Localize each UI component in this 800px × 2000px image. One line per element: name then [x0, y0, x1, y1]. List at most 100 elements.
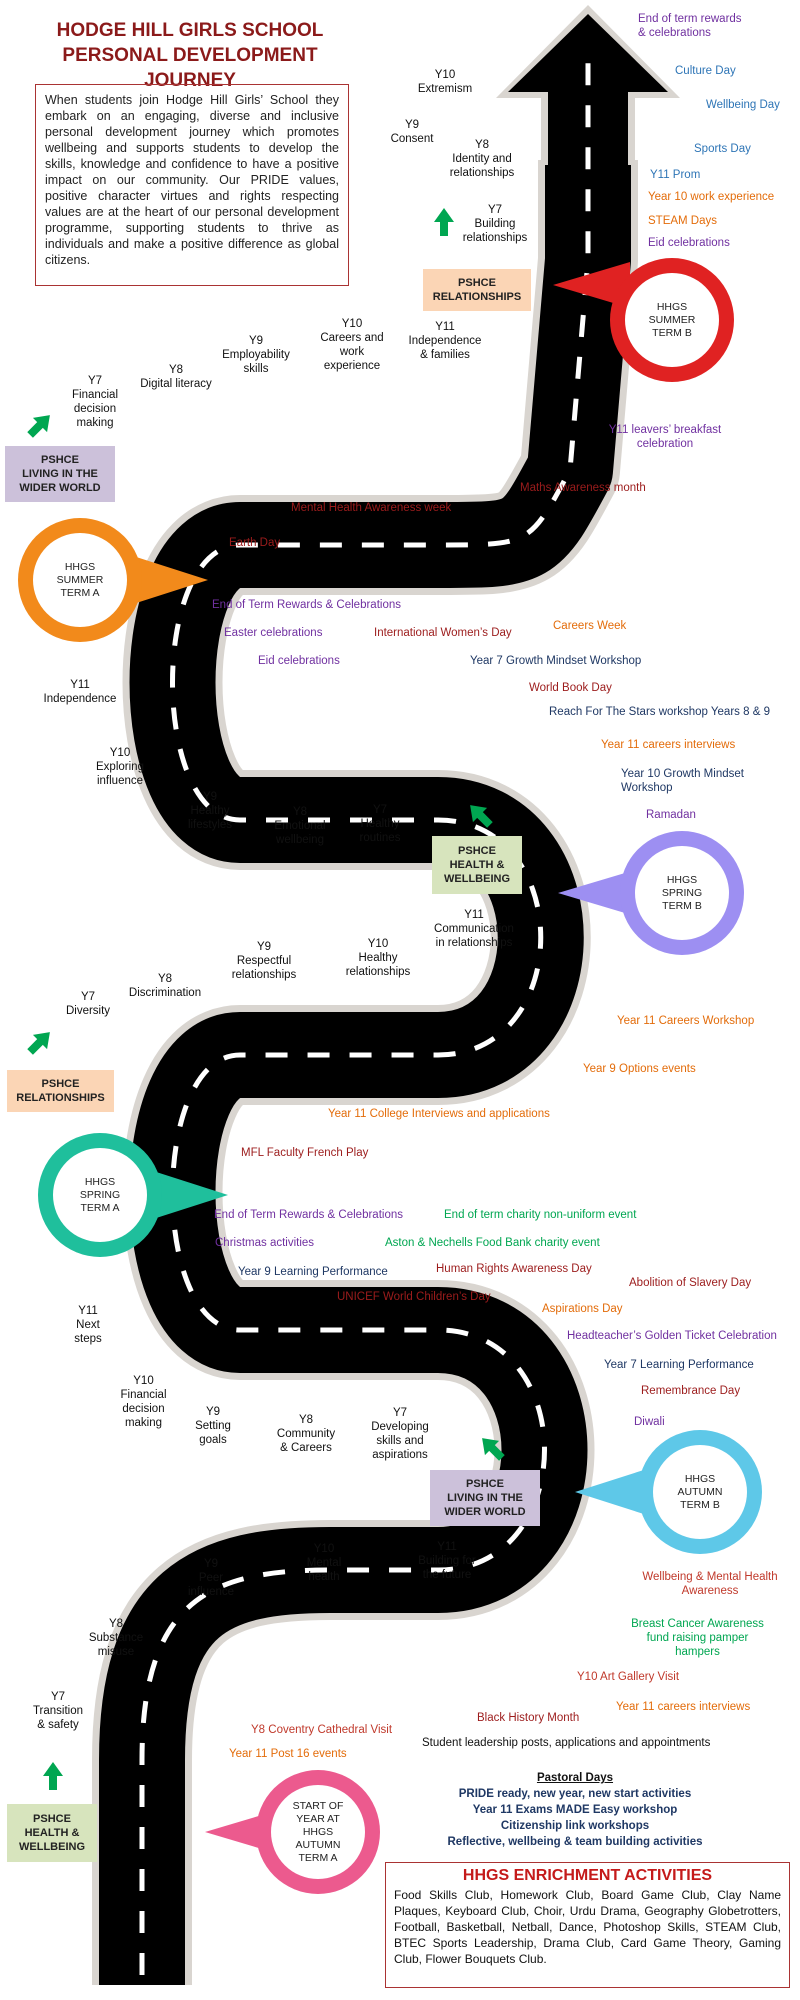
pastoral-days: Pastoral Days PRIDE ready, new year, new…: [430, 1770, 720, 1850]
event-end-of-term-rewards-spring: End of Term Rewards & Celebrations: [214, 1209, 403, 1221]
event-careers-week: Careers Week: [553, 620, 627, 632]
road-center-dash: [139, 60, 591, 1975]
event-mfl-french-play: MFL Faculty French Play: [241, 1147, 369, 1159]
event-y11-careers-interviews-mid: Year 11 careers interviews: [601, 739, 736, 751]
event-y11-careers-workshop: Year 11 Careers Workshop: [617, 1015, 755, 1027]
diagonal-arrow-icon: [482, 1438, 505, 1461]
title-line-1: HODGE HILL GIRLS SCHOOL: [56, 20, 324, 41]
event-diwali: Diwali: [634, 1416, 665, 1428]
event-aspirations-day: Aspirations Day: [542, 1303, 623, 1315]
event-remembrance-day: Remembrance Day: [641, 1385, 741, 1397]
event-black-history-month: Black History Month: [477, 1712, 580, 1724]
pastoral-item: Citizenship link workshops: [500, 1820, 650, 1832]
event-easter-celebrations: Easter celebrations: [224, 627, 323, 639]
event-headteachers-ticket: Headteacher’s Golden Ticket Celebration: [567, 1330, 777, 1342]
up-arrow-icon: [434, 208, 454, 236]
event-christmas-activities: Christmas activities: [215, 1237, 315, 1249]
event-y11-college-interviews: Year 11 College Interviews and applicati…: [328, 1108, 550, 1120]
pastoral-item: Year 11 Exams MADE Easy workshop: [472, 1804, 678, 1816]
event-earth-day: Earth Day: [229, 537, 281, 549]
diagonal-arrow-icon: [27, 415, 50, 438]
event-sports-day: Sports Day: [694, 143, 751, 155]
page-title: HODGE HILL GIRLS SCHOOL PERSONAL DEVELOP…: [20, 18, 360, 93]
event-y9-learning-performance: Year 9 Learning Performance: [238, 1266, 388, 1278]
pin-autumn-a: [205, 1770, 380, 1894]
event-reach-for-stars: Reach For The Stars workshop Years 8 & 9: [549, 706, 770, 718]
diagonal-arrow-icon: [470, 805, 493, 828]
pin-autumn-b: [575, 1430, 762, 1554]
event-wellbeing-day: Wellbeing Day: [706, 99, 780, 111]
pastoral-title: Pastoral Days: [536, 1772, 614, 1784]
event-y7-learning-performance: Year 7 Learning Performance: [604, 1359, 754, 1371]
enrichment-body: Food Skills Club, Homework Club, Board G…: [394, 1888, 781, 1966]
event-end-of-term-charity: End of term charity non-uniform event: [444, 1209, 637, 1221]
pastoral-item: PRIDE ready, new year, new start activit…: [458, 1788, 692, 1800]
event-eid-celebrations: Eid celebrations: [648, 237, 730, 249]
event-y11-prom: Y11 Prom: [650, 169, 701, 181]
event-ramadan: Ramadan: [646, 809, 696, 821]
event-aston-nechells: Aston & Nechells Food Bank charity event: [385, 1237, 600, 1249]
event-unicef-day: UNICEF World Children’s Day: [337, 1291, 491, 1303]
pin-summer-a: [18, 518, 208, 642]
event-maths-awareness: Maths Awareness month: [520, 482, 646, 494]
event-culture-day: Culture Day: [675, 65, 736, 77]
event-y10-art-gallery: Y10 Art Gallery Visit: [577, 1671, 680, 1683]
pin-summer-b: [553, 258, 734, 382]
event-eid-celebrations-mid: Eid celebrations: [258, 655, 340, 667]
road-arrow-head: [508, 14, 668, 170]
event-end-of-term-rewards-a: End of Term Rewards & Celebrations: [212, 599, 401, 611]
event-mental-health-awareness: Mental Health Awareness week: [291, 502, 452, 514]
event-end-of-term-rewards: End of term rewards& celebrations: [638, 13, 742, 39]
diagonal-arrow-icon: [27, 1032, 50, 1055]
title-line-2: PERSONAL DEVELOPMENT JOURNEY: [62, 45, 318, 91]
event-y9-options: Year 9 Options events: [583, 1063, 696, 1075]
event-y10-work-experience: Year 10 work experience: [648, 191, 775, 203]
event-y11-careers-interviews-bottom: Year 11 careers interviews: [616, 1701, 751, 1713]
event-steam-days: STEAM Days: [648, 215, 718, 227]
up-arrow-icon: [43, 1762, 63, 1790]
pin-spring-b: [558, 831, 744, 955]
event-abolition-slavery: Abolition of Slavery Day: [629, 1277, 752, 1289]
